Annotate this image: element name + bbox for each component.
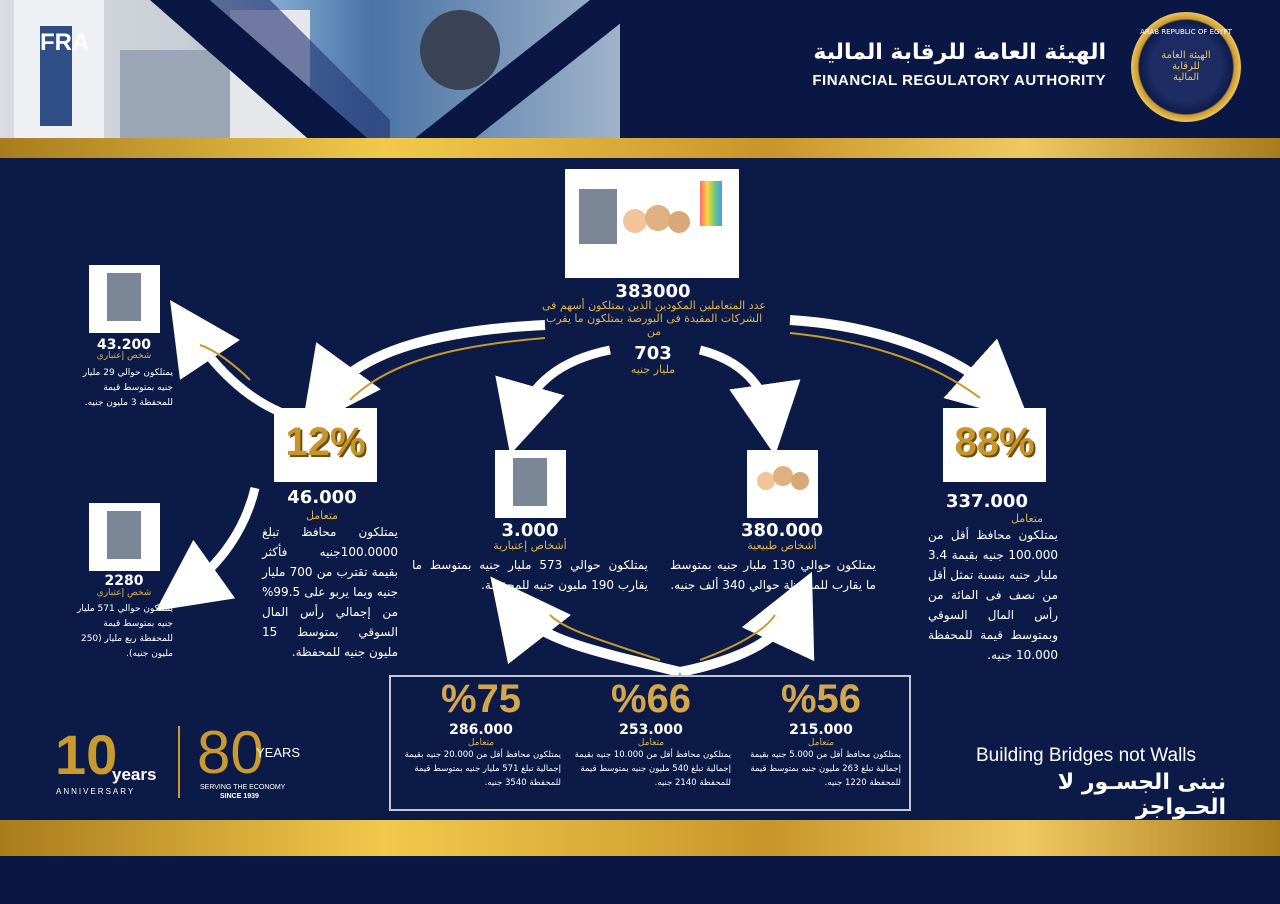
fra-title-ar: الهيئة العامة للرقابة المالية	[813, 40, 1106, 65]
person-icon	[668, 211, 690, 233]
building-window	[120, 50, 230, 138]
bottom-col-56-desc: يمتلكون محافظ أقل من 5.000 جنيه بقيمة إج…	[750, 750, 901, 788]
pct-12-value: 12%	[285, 420, 366, 464]
building-icon	[579, 189, 617, 244]
far-left-bottom-icon-box	[89, 503, 160, 571]
arrow-center-right-accent	[699, 614, 776, 661]
header-v-shape	[150, 0, 650, 158]
person-icon	[645, 205, 671, 231]
center-left-icon-box	[495, 450, 566, 518]
top-unit: مليار جنيه	[630, 363, 676, 376]
far-left-top-label: شخص إعتباري	[96, 351, 152, 361]
header-gold-band	[0, 138, 1280, 158]
fra-seal-logo	[1131, 12, 1241, 122]
bottom-col-75-label: متعامل	[467, 738, 495, 748]
slogan-en: Building Bridges not Walls	[976, 745, 1197, 766]
bottom-col-66-label: متعامل	[637, 738, 665, 748]
bottom-col-56-pct: %56	[780, 677, 862, 721]
center-right-label: أشخاص طبيعية	[747, 539, 817, 552]
far-left-bottom-desc: يمتلكون حوالي 571 مليار جنيه بمتوسط قيمة…	[77, 604, 173, 659]
right-group-label: متعامل	[1010, 512, 1044, 525]
arrow-to-center-right	[679, 571, 815, 677]
serving-economy-text: SERVING THE ECONOMY	[200, 784, 286, 791]
fra-title-en: FINANCIAL REGULATORY AUTHORITY	[812, 72, 1106, 89]
center-right-count: 380.000	[741, 520, 823, 541]
emblem-statue	[420, 10, 500, 90]
arrow-to-2280	[155, 486, 260, 611]
v-left-band	[150, 0, 390, 158]
v-right-band	[390, 0, 650, 158]
anniversary-10-logo: 10	[55, 723, 118, 786]
bottom-col-66-count: 253.000	[619, 722, 683, 738]
center-left-label: أشخاص إعتبارية	[493, 539, 567, 552]
bottom-col-56-label: متعامل	[807, 738, 835, 748]
person-icon	[757, 472, 775, 490]
eighty-years-logo: 80	[197, 719, 264, 786]
center-left-desc: يمتلكون حوالي 573 مليار جنيه بمتوسط ما ي…	[412, 558, 649, 592]
left-group-label: متعامل	[305, 509, 339, 522]
seal-center-text: الهيئة العامة للرقابة المالية	[1161, 50, 1211, 83]
pct-88-value: 88%	[954, 420, 1035, 464]
v-shadow	[210, 0, 390, 158]
anniversary-divider	[178, 726, 180, 798]
bottom-col-75: %75 286.000 متعامل يمتلكون محافظ أقل من …	[401, 677, 561, 790]
far-left-bottom-count: 2280	[104, 573, 144, 589]
center-right-desc: يمتلكون حوالي 130 مليار جنيه بمتوسط ما ي…	[670, 558, 877, 592]
slogan-ar: نبنى الجسـور لا الحـواجز	[1057, 770, 1226, 820]
person-icon	[773, 466, 793, 486]
arrow-to-3000	[495, 345, 611, 455]
center-right-icon-box	[747, 450, 818, 518]
arrow-to-43200	[170, 300, 282, 417]
bar-chart-icon	[700, 181, 722, 226]
seal-ring-text: ARAB REPUBLIC OF EGYPT	[1140, 28, 1232, 36]
right-group-desc: يمتلكون محافظ أقل من 100.000 جنيه بقيمة …	[928, 528, 1058, 662]
left-group-desc: يمتلكون محافظ تبلغ 100.0000جنيه فأكثر بق…	[262, 525, 398, 659]
arrow-to-center-left	[490, 576, 682, 677]
bottom-col-66: %66 253.000 متعامل يمتلكون محافظ أقل من …	[571, 677, 731, 790]
arrow-to-88pct-accent	[789, 332, 981, 399]
top-illustration-box	[565, 169, 739, 278]
bottom-col-56-count: 215.000	[789, 722, 853, 738]
bottom-col-56: %56 215.000 متعامل يمتلكون محافظ أقل من …	[741, 677, 901, 790]
bottom-col-75-count: 286.000	[449, 722, 513, 738]
arrow-to-380000	[698, 345, 801, 456]
left-group-count: 46.000	[287, 487, 357, 508]
top-description: عدد المتعاملين المكودين الذين يمتلكون أس…	[542, 299, 766, 338]
footer-bar	[0, 856, 1280, 904]
bottom-col-75-desc: يمتلكون محافظ أقل من 20.000 جنيه بقيمة إ…	[404, 750, 561, 788]
eighty-years-text: YEARS	[256, 745, 301, 760]
far-left-top-count: 43.200	[96, 337, 152, 353]
arrow-to-12pct	[301, 320, 546, 431]
arrow-to-12pct-accent	[349, 337, 546, 401]
since-1939-text: SINCE 1939	[220, 793, 259, 800]
footer-gold-band	[0, 820, 1280, 856]
arrow-to-43200-accent	[199, 344, 251, 381]
building-icon	[107, 273, 141, 321]
anniversary-word: ANNIVERSARY	[56, 787, 136, 796]
far-left-top-icon-box	[89, 265, 160, 333]
person-icon	[623, 209, 647, 233]
person-icon	[791, 472, 809, 490]
bottom-col-66-pct: %66	[610, 677, 692, 721]
arrow-center-left-accent	[549, 614, 661, 661]
pct-88-box: 88%	[943, 408, 1046, 482]
arrow-to-88pct	[789, 315, 1030, 422]
right-group-count: 337.000	[946, 491, 1028, 512]
pct-12-box: 12%	[274, 408, 377, 482]
bottom-panel: %75 286.000 متعامل يمتلكون محافظ أقل من …	[389, 675, 911, 811]
top-total: 383000	[615, 281, 691, 302]
top-amount: 703	[634, 343, 672, 364]
building-icon	[107, 511, 141, 559]
building-icon	[513, 458, 547, 506]
bottom-col-75-pct: %75	[440, 677, 522, 721]
far-left-top-desc: يمتلكون حوالي 29 مليار جنيه بمتوسط قيمة …	[82, 368, 173, 408]
center-left-count: 3.000	[501, 520, 559, 541]
far-left-bottom-label: شخص إعتباري	[96, 588, 152, 598]
anniversary-years-text: years	[112, 765, 157, 784]
bottom-col-66-desc: يمتلكون محافظ أقل من 10.000 جنيه بقيمة إ…	[574, 750, 731, 788]
fra-sign: FRA	[40, 26, 89, 126]
